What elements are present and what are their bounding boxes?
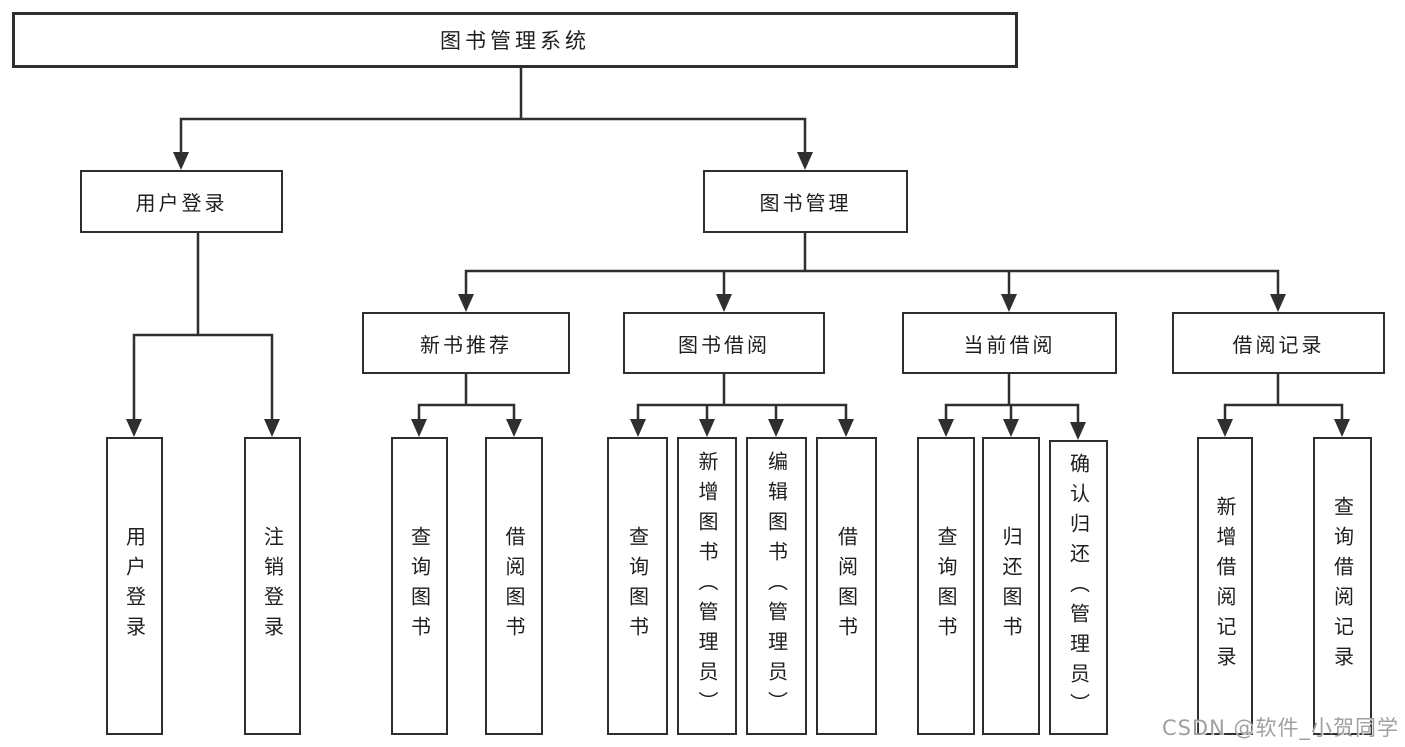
connector-new-book-recommend-children [411,374,522,437]
node-book-management: 图书管理 [703,170,908,233]
connector-borrow-records-children [1217,374,1350,437]
connector-book-management-children [458,233,1286,312]
leaf-recommend-borrow-book: 借阅图书 [485,437,543,735]
connector-book-borrow-children [630,374,854,437]
node-current-borrow: 当前借阅 [902,312,1117,374]
leaf-user-login: 用户登录 [106,437,163,735]
leaf-recommend-query-book: 查询图书 [391,437,448,735]
connector-root-to-level2 [173,68,813,170]
leaf-current-query-book: 查询图书 [917,437,975,735]
node-new-book-recommend: 新书推荐 [362,312,570,374]
leaf-records-add-record: 新增借阅记录 [1197,437,1253,735]
node-book-borrow: 图书借阅 [623,312,825,374]
connector-current-borrow-children [938,374,1086,440]
node-user-login: 用户登录 [80,170,283,233]
node-root: 图书管理系统 [12,12,1018,68]
leaf-borrow-query-book: 查询图书 [607,437,668,735]
leaf-records-query-record: 查询借阅记录 [1313,437,1372,735]
leaf-borrow-add-book: 新增图书（管理员） [677,437,737,735]
leaf-borrow-edit-book: 编辑图书（管理员） [746,437,807,735]
node-borrow-records: 借阅记录 [1172,312,1385,374]
leaf-current-confirm-return: 确认归还（管理员） [1049,440,1108,735]
csdn-watermark: CSDN @软件_小贺同学 [1161,716,1399,740]
leaf-borrow-borrow-book: 借阅图书 [816,437,877,735]
leaf-logout: 注销登录 [244,437,301,735]
leaf-current-return-book: 归还图书 [982,437,1040,735]
connector-user-login-children [126,233,280,437]
